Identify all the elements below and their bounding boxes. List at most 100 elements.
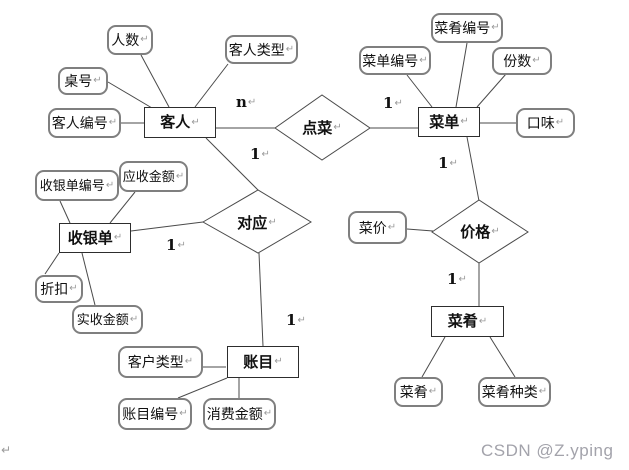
return-mark: ↵	[333, 121, 342, 133]
return-mark: ↵	[419, 54, 428, 66]
attribute-portions: 份数↵	[492, 47, 552, 75]
edge-dish-no-menu	[455, 42, 468, 108]
attribute-taste: 口味↵	[516, 108, 575, 138]
attribute-bill-no: 收银单编号↵	[35, 170, 119, 201]
relationship-price-label: 价格↵	[450, 222, 510, 241]
return-mark: ↵	[247, 96, 257, 108]
entity-guest: 客人↵	[144, 107, 216, 138]
return-mark: ↵	[177, 239, 186, 251]
return-mark: ↵	[491, 225, 500, 237]
return-mark: ↵	[268, 216, 277, 228]
return-mark: ↵	[175, 170, 185, 182]
edge-guest-type-guest	[194, 63, 229, 108]
cardinality-value: 1	[286, 311, 297, 329]
attribute-label: 客户类型	[127, 354, 184, 370]
return-mark: ↵	[297, 314, 306, 326]
cardinality-price-dish: 1↵	[447, 272, 467, 287]
return-mark: ↵	[184, 356, 194, 367]
attribute-label: 折扣	[40, 281, 69, 297]
attribute-menu-no: 菜单编号↵	[359, 46, 431, 75]
return-mark: ↵	[428, 386, 438, 397]
relationship-order-label: 点菜↵	[292, 118, 352, 137]
attribute-label: 收银单编号	[39, 178, 105, 193]
return-mark: ↵	[261, 148, 270, 160]
cardinality-menu-price: 1↵	[438, 156, 458, 171]
attribute-dish-name: 菜肴↵	[394, 377, 443, 407]
edge-received-bill	[81, 252, 96, 306]
return-mark: ↵	[460, 116, 469, 127]
return-mark: ↵	[179, 408, 188, 419]
cardinality-guest-correspond: 1↵	[250, 147, 270, 162]
return-mark: ↵	[478, 315, 488, 327]
attribute-customer-type: 客户类型↵	[118, 346, 203, 378]
edge-dish-category-dish	[489, 336, 516, 378]
return-mark: ↵	[93, 75, 102, 86]
attribute-dish-no: 菜肴编号↵	[431, 13, 503, 43]
edge-receivable-bill	[109, 191, 136, 224]
entity-account: 账目↵	[227, 346, 299, 378]
entity-label: 菜单	[429, 113, 460, 131]
attribute-discount: 折扣↵	[35, 275, 83, 303]
attribute-label: 客人类型	[228, 41, 285, 58]
return-mark: ↵	[394, 97, 403, 109]
return-mark: ↵	[69, 283, 78, 294]
attribute-dish-price: 菜价↵	[348, 211, 407, 244]
edge-menu-price	[466, 136, 480, 202]
attribute-label: 菜肴编号	[434, 20, 491, 36]
entity-label: 客人	[160, 114, 191, 131]
edge-guest-correspond	[205, 137, 259, 191]
edge-portions-menu	[476, 73, 507, 108]
entity-label: 收银单	[67, 229, 113, 247]
cardinality-value: 1	[166, 236, 177, 254]
edge-account-no-account	[177, 377, 228, 399]
cardinality-bill-correspond: 1↵	[166, 238, 186, 253]
relationship-label: 点菜	[302, 119, 333, 137]
attribute-label: 菜单编号	[362, 52, 419, 69]
attribute-label: 人数	[111, 32, 140, 48]
csdn-watermark: CSDN @Z.yping	[481, 441, 614, 460]
attribute-label: 份数	[503, 53, 532, 69]
entity-dish: 菜肴↵	[431, 306, 504, 337]
cardinality-value: 1	[438, 154, 449, 172]
attribute-receivable-amount: 应收金额↵	[119, 161, 188, 192]
edge-bill-no-bill	[59, 200, 71, 224]
attribute-label: 消费金额	[206, 406, 263, 422]
relationship-order-shape	[274, 94, 371, 161]
attribute-dish-category: 菜肴种类↵	[478, 377, 551, 407]
entity-label: 菜肴	[447, 313, 478, 330]
cardinality-value: 1	[250, 145, 261, 163]
return-mark: ↵	[491, 22, 500, 33]
paragraph-mark: ↵	[1, 443, 12, 457]
return-mark: ↵	[285, 43, 295, 55]
relationship-correspond-label: 对应↵	[227, 213, 287, 232]
attribute-people-count: 人数↵	[107, 25, 153, 55]
edge-people-count-guest	[140, 54, 170, 108]
cardinality-guest-order: n↵	[236, 95, 256, 110]
return-mark: ↵	[113, 232, 123, 243]
return-mark: ↵	[108, 117, 118, 128]
return-mark: ↵	[129, 313, 139, 325]
edge-table-no-guest	[107, 81, 153, 109]
relationship-label: 对应	[237, 214, 268, 232]
attribute-label: 实收金额	[76, 312, 129, 327]
return-mark: ↵	[387, 221, 397, 233]
return-mark: ↵	[449, 157, 458, 169]
attribute-label: 菜肴种类	[481, 384, 538, 400]
cardinality-value: 1	[447, 270, 458, 288]
attribute-guest-type: 客人类型↵	[225, 35, 298, 64]
attribute-label: 口味	[526, 115, 555, 131]
attribute-label: 菜价	[358, 219, 387, 236]
cardinality-value: n	[236, 93, 247, 111]
edge-dish-price-price	[406, 228, 434, 232]
cardinality-correspond-account: 1↵	[286, 313, 306, 328]
cardinality-order-menu: 1↵	[383, 96, 403, 111]
return-mark: ↵	[263, 408, 273, 419]
relationship-label: 价格	[460, 223, 491, 241]
return-mark: ↵	[555, 117, 565, 128]
relationship-correspond-shape	[201, 189, 312, 254]
return-mark: ↵	[458, 273, 467, 285]
attribute-label: 应收金额	[122, 169, 175, 184]
return-mark: ↵	[274, 356, 283, 367]
